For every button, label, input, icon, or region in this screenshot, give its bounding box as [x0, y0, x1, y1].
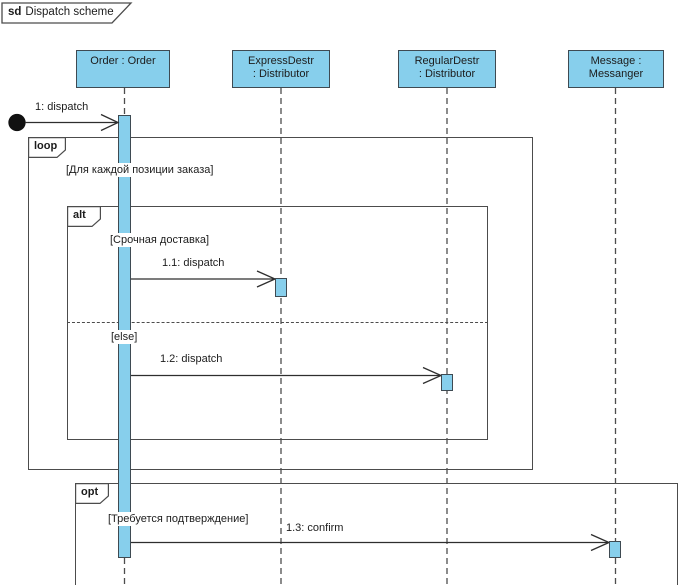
loop-guard-label: [Для каждой позиции заказа]	[64, 163, 216, 177]
message-1-2-label: 1.2: dispatch	[158, 353, 225, 365]
fragment-alt	[67, 206, 488, 440]
lifeline-name-line: Messanger	[588, 68, 644, 80]
opt-keyword-label: opt	[81, 486, 99, 498]
fragment-loop	[28, 137, 533, 470]
lifeline-head-expressdestr: ExpressDestr : Distributor	[232, 50, 330, 88]
lifeline-name-line: Order : Order	[90, 55, 156, 67]
opt-guard-label: [Требуется подтверждение]	[106, 512, 251, 526]
lifeline-name-line: RegularDestr	[414, 55, 480, 67]
frame-label-shape	[1, 2, 133, 24]
frame-title: Dispatch scheme	[25, 6, 114, 18]
loop-tab-shape	[28, 137, 67, 158]
lifeline-name-line: ExpressDestr	[247, 55, 315, 67]
message-1-3-label: 1.3: confirm	[284, 522, 346, 534]
lifeline-head-regulardestr: RegularDestr : Distributor	[398, 50, 496, 88]
lifeline-name-line: : Distributor	[252, 68, 310, 80]
alt-tab-shape	[67, 206, 102, 227]
execution-messanger	[609, 541, 621, 558]
frame-keyword: sd	[8, 6, 22, 18]
alt-guard-if-label: [Срочная доставка]	[108, 233, 212, 247]
execution-regulardestr	[441, 374, 453, 391]
message-1-label: 1: dispatch	[33, 101, 91, 113]
lifeline-head-messanger: Message : Messanger	[568, 50, 664, 88]
opt-tab-shape	[75, 483, 110, 504]
loop-keyword-label: loop	[34, 140, 58, 152]
alt-divider	[67, 322, 488, 323]
message-1-1-label: 1.1: dispatch	[160, 257, 227, 269]
execution-expressdestr	[275, 278, 287, 297]
lifeline-name-line: : Distributor	[418, 68, 476, 80]
fragment-opt	[75, 483, 678, 585]
alt-guard-else-label: [else]	[109, 330, 140, 344]
lifeline-head-order: Order : Order	[76, 50, 170, 88]
lifeline-name-line: Message :	[590, 55, 642, 67]
alt-keyword-label: alt	[73, 209, 86, 221]
